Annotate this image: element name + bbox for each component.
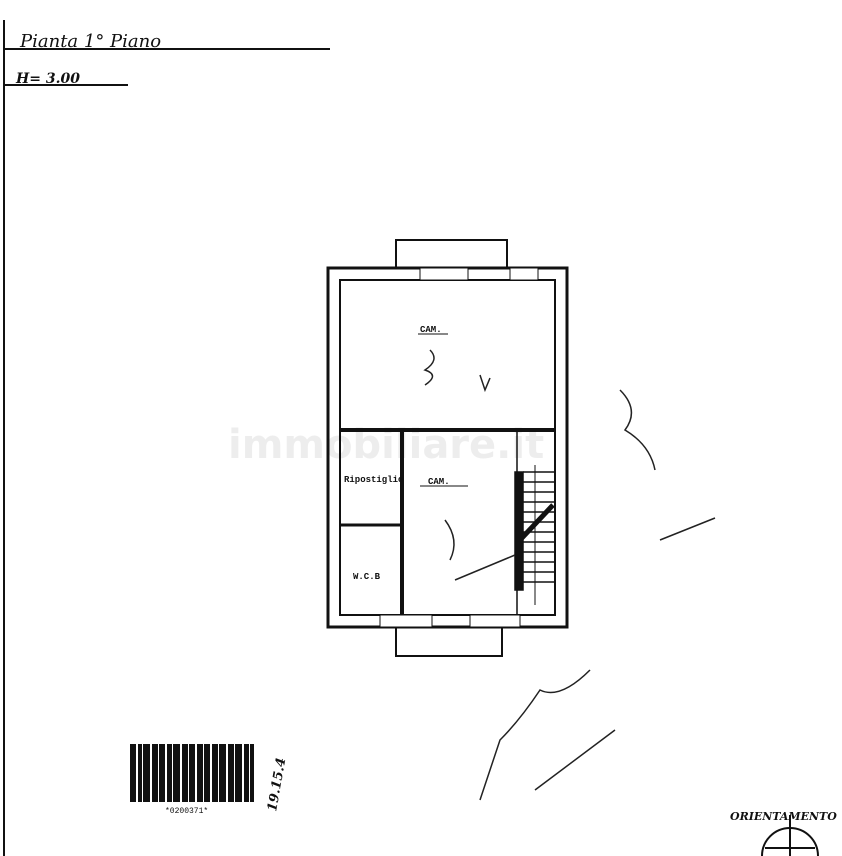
handwritten-annotations [423,349,716,801]
orientation-label: ORIENTAMENTO [730,810,837,823]
room-label-wc: W.C.B [353,572,381,582]
staircase [514,465,555,605]
barcode-number: *0200371* [165,807,208,816]
compass-icon [761,815,819,856]
plan-title: Pianta 1° Piano [19,31,161,52]
room-label-bedroom-1: CAM. [420,325,442,335]
balcony-bottom [395,626,503,657]
balcony-top [395,239,508,269]
height-note: H= 3.00 [15,71,80,87]
windows [379,267,539,628]
barcode [130,744,254,802]
room-label-storage: Ripostiglio [344,475,403,485]
room-label-bedroom-2: CAM. [428,477,450,487]
stamp-date: 19.15.4 [265,757,289,813]
